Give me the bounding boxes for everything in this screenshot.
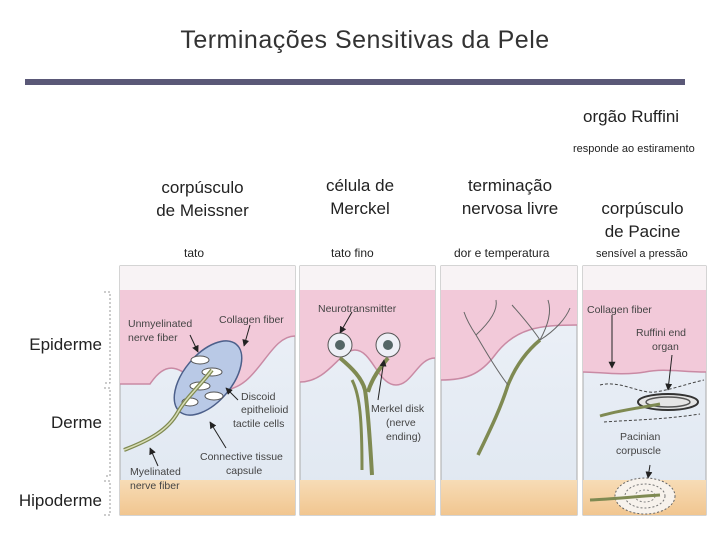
label-pacinian-1: Pacinian — [620, 431, 660, 443]
panel-meissner: Unmyelinated nerve fiber Collagen fiber … — [119, 265, 296, 516]
ruffini-heading: orgão Ruffini — [583, 107, 680, 126]
free-ending-heading-line2: nervosa livre — [461, 199, 559, 218]
meissner-heading-line1: corpúsculo — [161, 178, 244, 197]
merkel-cells — [327, 332, 401, 358]
label-myelinated-1: Myelinated — [130, 466, 181, 478]
label-merkel-1: Merkel disk — [371, 403, 425, 415]
label-discoid-1: Discoid — [241, 391, 276, 403]
title-underline — [25, 79, 685, 85]
free-ending-function: dor e temperatura — [454, 246, 550, 260]
panel-free-ending — [440, 265, 578, 516]
label-ruffini-1: Ruffini end — [636, 327, 686, 339]
ruffini-organ — [599, 379, 705, 423]
merkel-heading-line1: célula de — [325, 176, 395, 195]
meissner-function: tato — [184, 246, 205, 260]
pacini-heading-line1: corpúsculo — [601, 199, 684, 218]
free-ending-heading: terminação nervosa livre — [450, 174, 570, 220]
label-unmyelinated-1: Unmyelinated — [128, 318, 192, 330]
merkel-heading: célula de Merckel — [310, 174, 410, 220]
ruffini-function: responde ao estiramento — [573, 143, 695, 155]
pacini-function: sensível a pressão — [596, 248, 688, 260]
label-myelinated-2: nerve fiber — [130, 480, 180, 492]
panel-merkel: Neurotransmitter Merkel disk (nerve endi… — [299, 265, 436, 516]
pacini-heading: corpúsculo de Pacine — [585, 197, 700, 243]
free-nerve-branches — [463, 299, 571, 386]
label-unmyelinated-2: nerve fiber — [128, 332, 178, 344]
meissner-heading-line2: de Meissner — [156, 201, 249, 220]
layer-label-hypodermis: Hipoderme — [18, 491, 102, 510]
label-ruffini-2: organ — [652, 341, 679, 353]
label-merkel-2: (nerve — [386, 417, 416, 429]
label-neurotransmitter: Neurotransmitter — [318, 303, 397, 315]
label-discoid-2: epithelioid — [241, 404, 288, 416]
slide-title: Terminações Sensitivas da Pele — [180, 26, 550, 54]
panel-pacini-ruffini: Collagen fiber Ruffini end organ Pacinia… — [582, 265, 707, 516]
free-ending-heading-line1: terminação — [467, 176, 553, 195]
label-collagen-pacini: Collagen fiber — [587, 304, 652, 316]
merkel-heading-line2: Merckel — [330, 199, 390, 218]
pacinian-corpuscle — [589, 477, 676, 515]
layer-brackets — [104, 291, 111, 516]
label-capsule-1: Connective tissue — [200, 451, 283, 463]
label-collagen-meissner: Collagen fiber — [219, 314, 284, 326]
label-pacinian-2: corpuscle — [616, 445, 661, 457]
pacini-heading-line2: de Pacine — [604, 222, 681, 241]
label-merkel-3: ending) — [386, 431, 421, 443]
merkel-function: tato fino — [331, 246, 374, 260]
meissner-heading: corpúsculo de Meissner — [140, 176, 265, 222]
label-capsule-2: capsule — [226, 465, 262, 477]
free-nerve-fiber — [476, 338, 542, 456]
label-discoid-3: tactile cells — [233, 418, 284, 430]
layer-label-epidermis: Epiderme — [29, 335, 102, 354]
layer-label-dermis: Derme — [50, 413, 102, 432]
